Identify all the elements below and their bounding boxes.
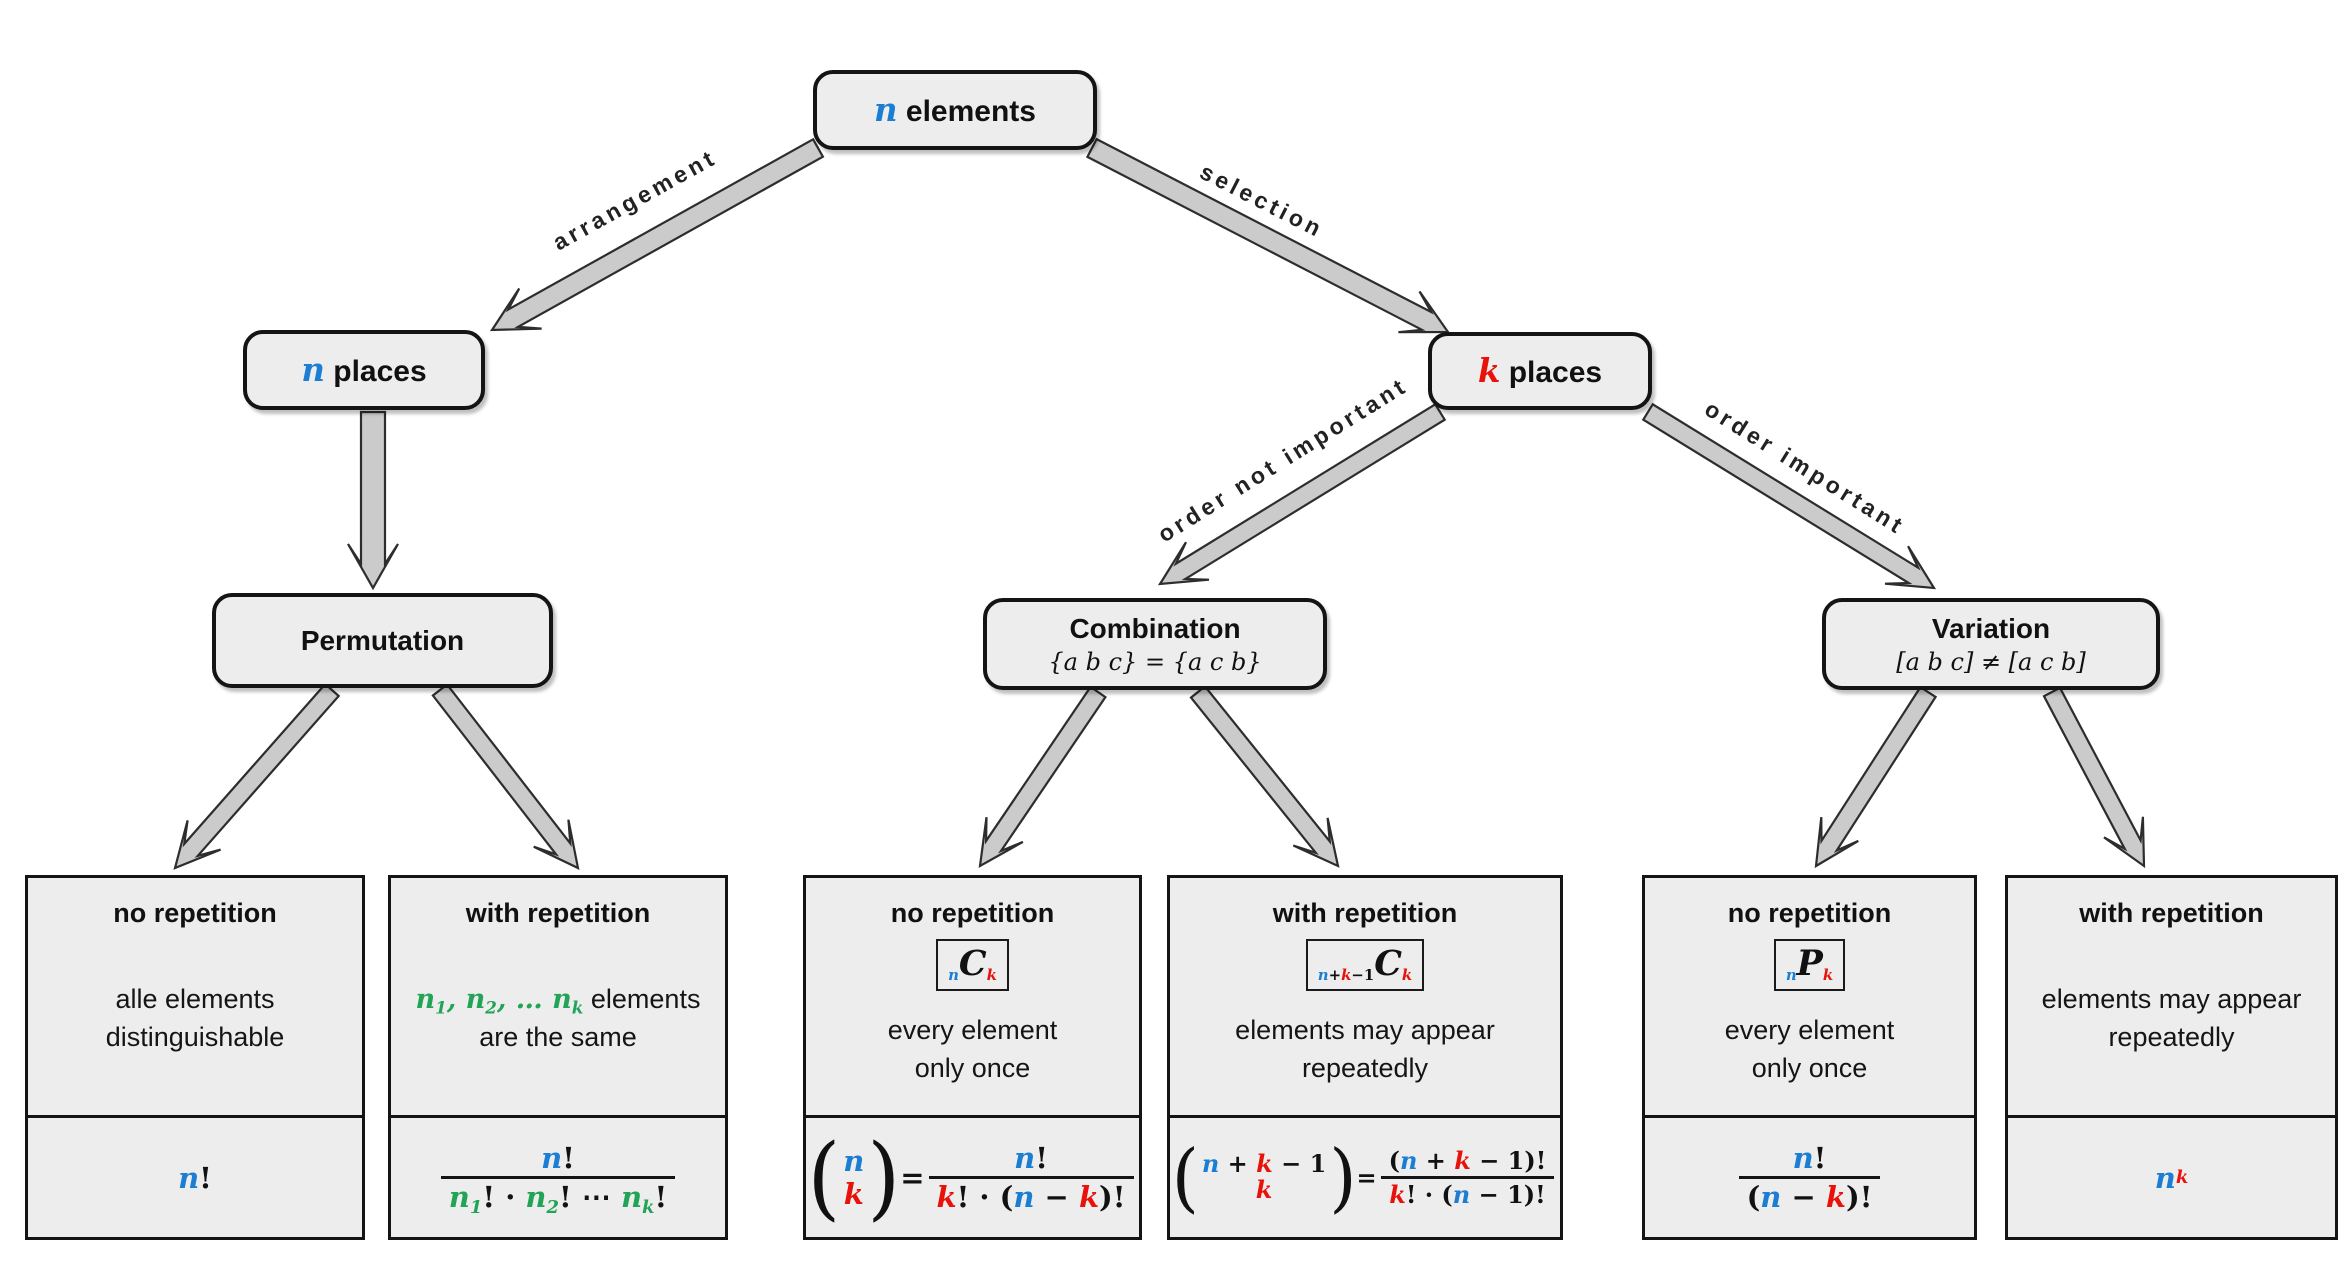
flow-arrow	[1157, 402, 1447, 586]
leaf-permutation-with-repetition: with repetition n1, n2, … nk elements ar…	[388, 875, 728, 1240]
leaf-title: no repetition	[890, 898, 1055, 928]
variation-subtitle: [a b c] ≠ [a c b]	[1896, 647, 2086, 676]
leaf-title: with repetition	[2079, 898, 2264, 928]
leaf-variation-no-repetition: no repetition nPk every element only onc…	[1642, 875, 1977, 1240]
flow-arrow	[347, 410, 399, 591]
leaf-combination-with-repetition: with repetition n+k−1Ck elements may app…	[1167, 875, 1563, 1240]
permutation-title: Permutation	[300, 624, 465, 656]
combination-title: Combination	[1069, 612, 1241, 644]
flow-arrow	[489, 137, 825, 332]
leaf-formula: n!	[178, 1160, 212, 1195]
flow-arrow	[1641, 402, 1937, 590]
leaf-permutation-no-repetition: no repetition alle elements distinguisha…	[25, 875, 365, 1240]
leaf-formula: n!n1! · n2! ⋯ nk!	[391, 1118, 725, 1237]
flow-arrow	[1814, 685, 1938, 869]
combination-subtitle: {a b c} = {a c b}	[1048, 647, 1262, 676]
flow-arrow	[1189, 684, 1340, 868]
leaf-description: n1, n2, … nk elements are the same	[415, 984, 701, 1052]
formula-badge-n+k-1Ck: n+k−1Ck	[1305, 939, 1425, 992]
leaf-title: with repetition	[465, 898, 651, 928]
formula-badge-nCk: nCk	[936, 939, 1009, 992]
flow-arrow	[431, 682, 580, 870]
node-variation: Variation [a b c] ≠ [a c b]	[1822, 598, 2160, 690]
leaf-title: with repetition	[1272, 898, 1458, 928]
leaf-combination-no-repetition: no repetition nCk every element only onc…	[803, 875, 1142, 1240]
formula-badge-nPk: nPk	[1773, 939, 1846, 992]
flow-arrow	[2042, 686, 2146, 869]
leaf-description: alle elements distinguishable	[105, 984, 285, 1052]
flow-arrow	[978, 685, 1107, 869]
flow-arrow	[173, 682, 341, 870]
node-n-elements: n elements	[813, 70, 1097, 150]
leaf-title: no repetition	[113, 898, 277, 928]
n-places-label: n places	[301, 351, 427, 389]
node-n-places: n places	[243, 330, 485, 410]
leaf-description: every element only once	[887, 1015, 1058, 1084]
variation-title: Variation	[1931, 612, 2051, 644]
leaf-title: no repetition	[1727, 898, 1892, 928]
node-k-places: k places	[1428, 332, 1652, 410]
leaf-description: elements may appear repeatedly	[1235, 1015, 1495, 1084]
node-combination: Combination {a b c} = {a c b}	[983, 598, 1327, 690]
leaf-variation-with-repetition: with repetition elements may appear repe…	[2005, 875, 2338, 1240]
leaf-description: every element only once	[1724, 1015, 1895, 1084]
n-elements-label: n elements	[874, 91, 1036, 129]
k-places-label: k places	[1477, 352, 1603, 390]
leaf-formula: n!(n − k)!	[1645, 1118, 1974, 1237]
node-permutation: Permutation	[212, 593, 553, 688]
leaf-description: elements may appear repeatedly	[2041, 984, 2302, 1052]
flow-arrow	[1085, 137, 1451, 334]
